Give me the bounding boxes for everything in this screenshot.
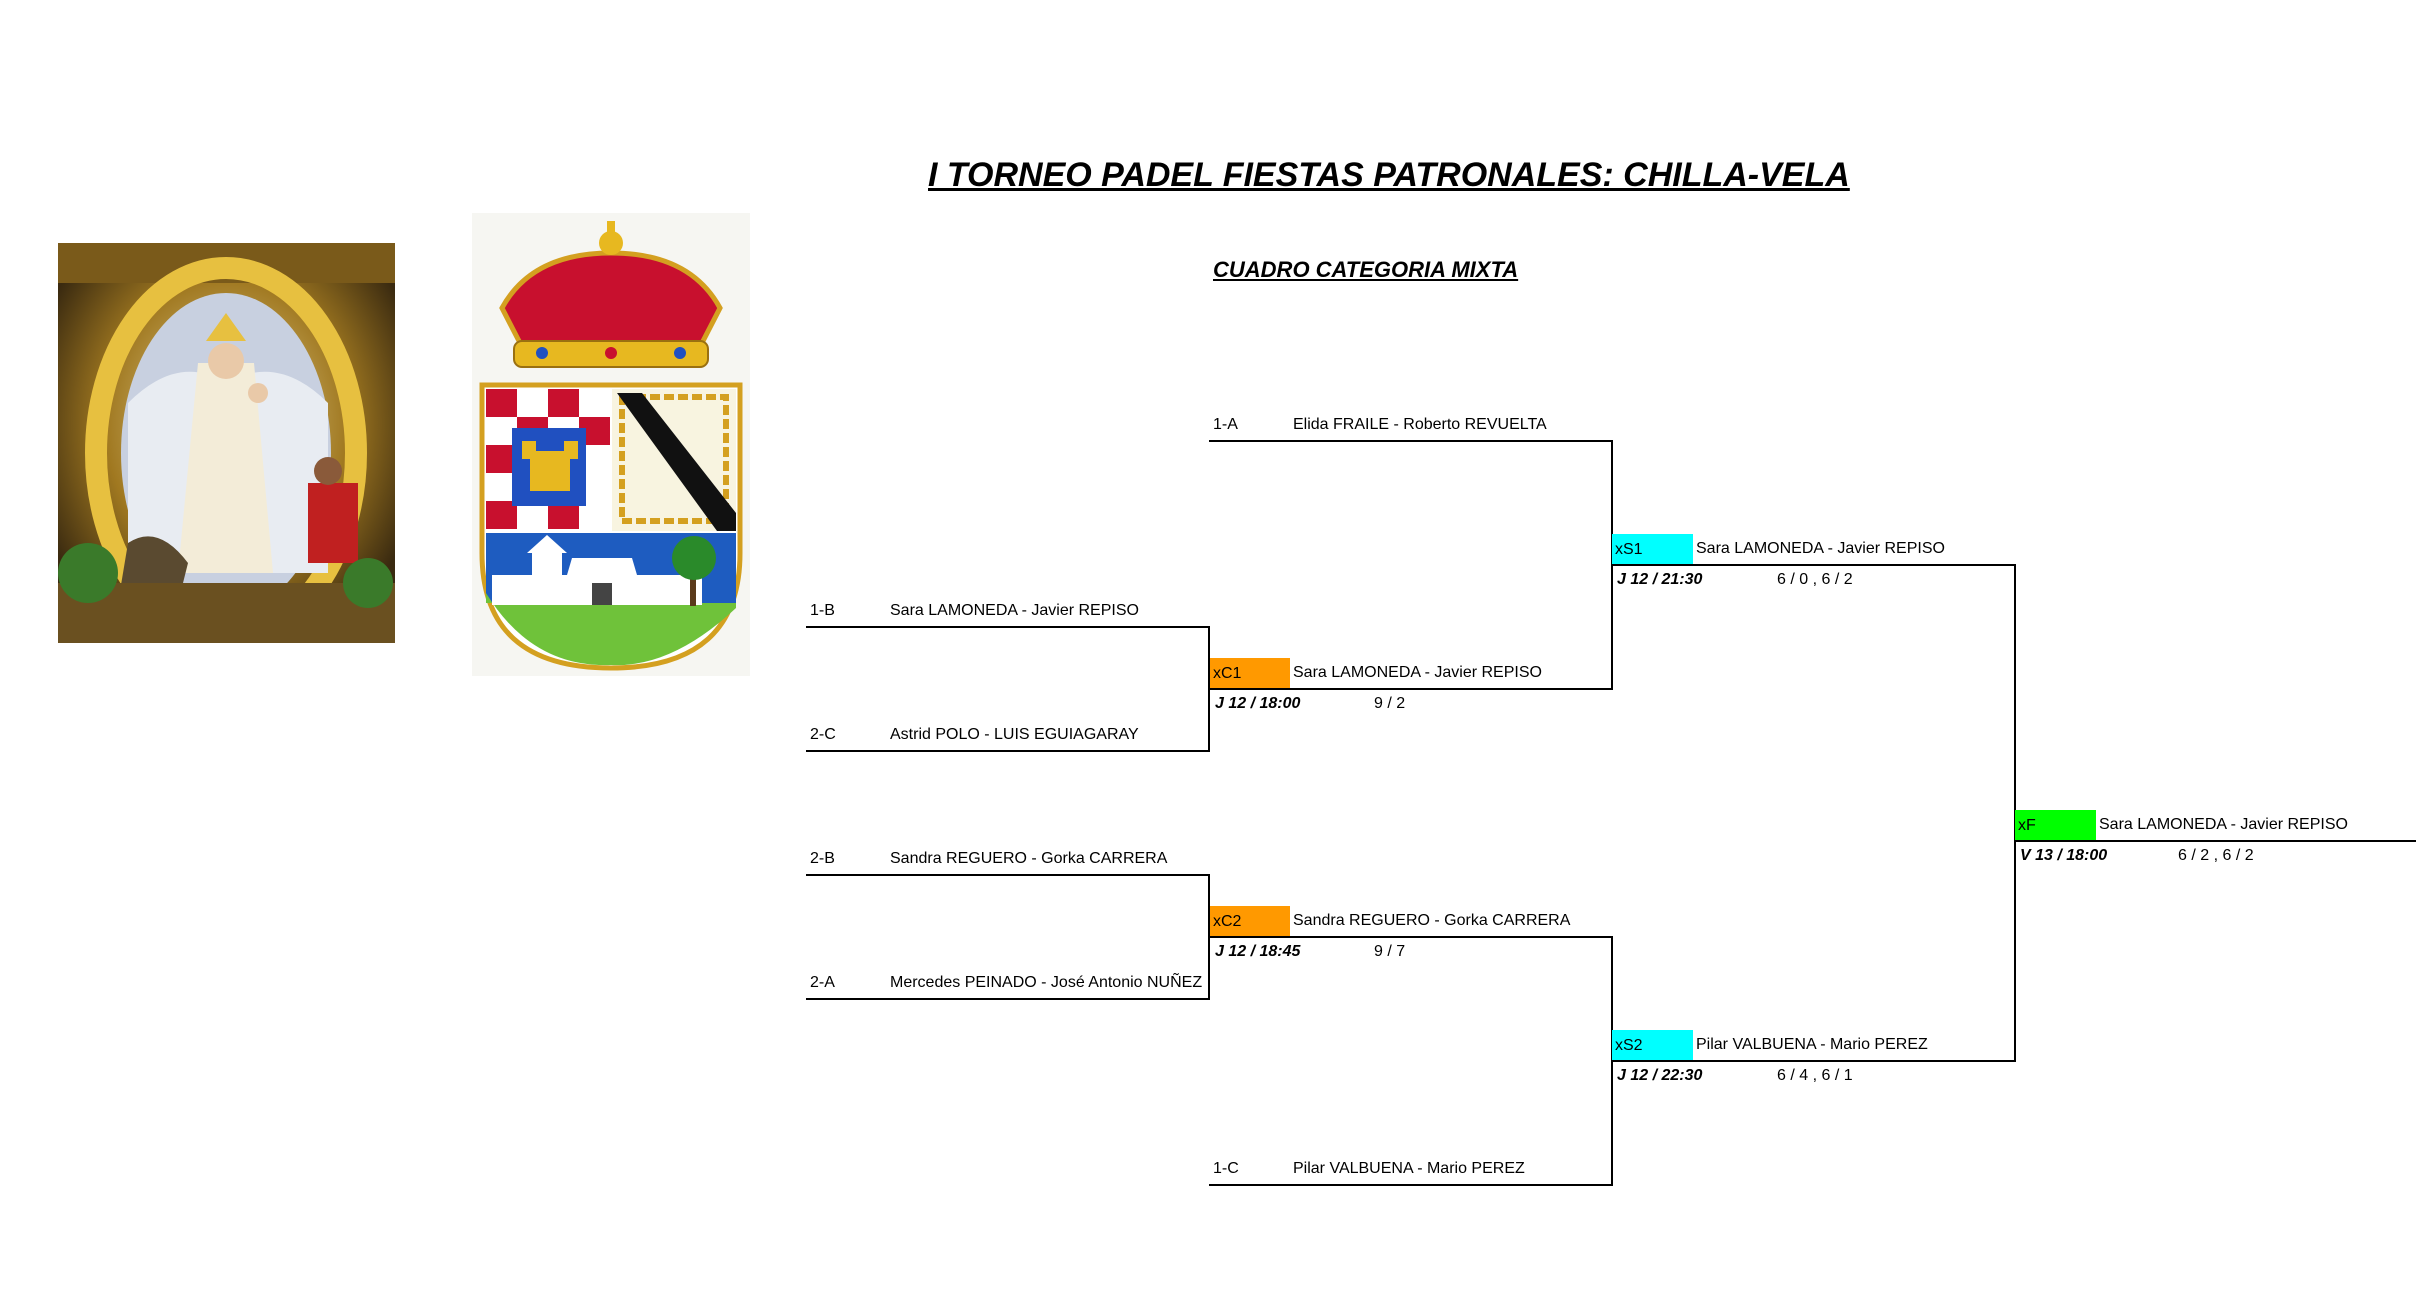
- quarter-tag: xC1: [1210, 658, 1290, 689]
- semi-tag: xS1: [1612, 534, 1693, 565]
- match-score: 9 / 7: [1374, 943, 1406, 960]
- bracket-line: [1209, 688, 1613, 690]
- bracket-line: [1209, 936, 1613, 938]
- bracket-line: [1209, 1184, 1613, 1186]
- match-score: 6 / 0 , 6 / 2: [1777, 571, 1853, 588]
- coat-of-arms-image: [472, 213, 750, 676]
- bracket-line: [1209, 440, 1613, 442]
- match-schedule: J 12 / 21:30: [1617, 571, 1703, 588]
- seed-label: 1-A: [1213, 416, 1238, 433]
- pair-name: Sandra REGUERO - Gorka CARRERA: [1293, 912, 1571, 929]
- match-schedule: J 12 / 22:30: [1617, 1067, 1703, 1084]
- bracket-line: [2015, 840, 2416, 842]
- bracket-line: [806, 750, 1210, 752]
- pair-name: Sara LAMONEDA - Javier REPISO: [1293, 664, 1542, 681]
- bracket-line: [1612, 1060, 2016, 1062]
- coat-of-arms-icon: [472, 213, 750, 676]
- pair-name: Elida FRAILE - Roberto REVUELTA: [1293, 416, 1547, 433]
- pair-name: Pilar VALBUENA - Mario PEREZ: [1293, 1160, 1525, 1177]
- seed-label: 1-C: [1213, 1160, 1239, 1177]
- tournament-title: I TORNEO PADEL FIESTAS PATRONALES: CHILL…: [928, 156, 1850, 194]
- seed-label: 2-B: [810, 850, 835, 867]
- pair-name: Astrid POLO - LUIS EGUIAGARAY: [890, 726, 1139, 743]
- seed-label: 2-C: [810, 726, 836, 743]
- pair-name: Sara LAMONEDA - Javier REPISO: [1696, 540, 1945, 557]
- match-score: 6 / 4 , 6 / 1: [1777, 1067, 1853, 1084]
- final-tag: xF: [2015, 810, 2096, 841]
- bracket-line: [806, 998, 1210, 1000]
- seed-label: 1-B: [810, 602, 835, 619]
- bracket-line: [806, 626, 1210, 628]
- bracket-line: [806, 874, 1210, 876]
- bracket-line: [1612, 564, 2016, 566]
- virgin-shrine-image: [58, 243, 395, 649]
- match-schedule: J 12 / 18:00: [1215, 695, 1301, 712]
- match-schedule: J 12 / 18:45: [1215, 943, 1301, 960]
- pair-name: Sandra REGUERO - Gorka CARRERA: [890, 850, 1168, 867]
- champion-pair: Sara LAMONEDA - Javier REPISO: [2099, 816, 2348, 833]
- match-score: 9 / 2: [1374, 695, 1406, 712]
- seed-label: 2-A: [810, 974, 835, 991]
- virgin-shrine-icon: [58, 243, 395, 649]
- pair-name: Sara LAMONEDA - Javier REPISO: [890, 602, 1139, 619]
- quarter-tag: xC2: [1210, 906, 1290, 937]
- pair-name: Mercedes PEINADO - José Antonio NUÑEZ: [890, 974, 1203, 991]
- match-score: 6 / 2 , 6 / 2: [2178, 847, 2254, 864]
- pair-name: Pilar VALBUENA - Mario PEREZ: [1696, 1036, 1928, 1053]
- semi-tag: xS2: [1612, 1030, 1693, 1061]
- category-subtitle: CUADRO CATEGORIA MIXTA: [1213, 257, 1519, 282]
- match-schedule: V 13 / 18:00: [2020, 847, 2108, 864]
